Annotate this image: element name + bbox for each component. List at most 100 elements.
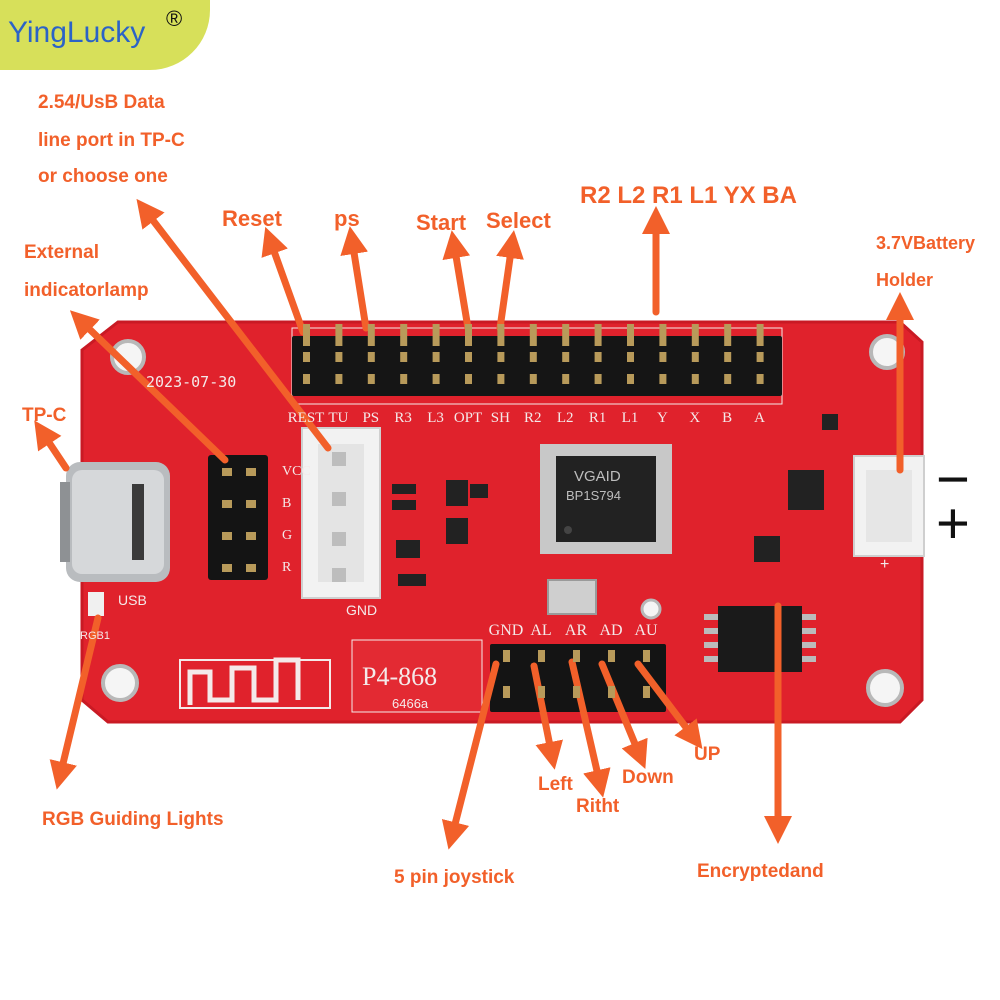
header-pin — [756, 324, 764, 346]
header-pin — [562, 352, 570, 362]
header-pin — [465, 374, 472, 384]
header-pin — [627, 352, 634, 362]
arrow-joystick — [441, 660, 500, 850]
registered-mark: ® — [166, 6, 183, 31]
label-external-lamp-line2: indicatorlamp — [24, 280, 149, 301]
header-pin — [594, 352, 602, 362]
led-pin-header — [208, 455, 268, 580]
arrow-rgb — [49, 614, 102, 790]
crystal-oscillator — [547, 579, 597, 615]
label-external-lamp-line1: External — [24, 242, 99, 263]
header-pin — [367, 374, 375, 384]
label-data-port-line2: line port in TP-C — [38, 130, 185, 151]
header-pin — [303, 374, 310, 384]
label-tpc: TP-C — [22, 405, 67, 426]
brand-logo: YingLucky ® — [0, 0, 210, 70]
header-pin — [573, 650, 580, 662]
label-down: Down — [622, 767, 674, 788]
header-pin — [691, 352, 699, 362]
header-pin — [400, 352, 408, 362]
controller-chip — [540, 444, 672, 554]
header-pin — [497, 352, 505, 362]
header-pin — [529, 374, 537, 384]
label-encrypted: Encryptedand — [697, 861, 824, 882]
header-pin — [594, 374, 602, 384]
header-pin — [432, 324, 440, 346]
label-reset: Reset — [222, 206, 282, 231]
plus-symbol: + — [936, 491, 970, 556]
battery-connector — [853, 455, 925, 557]
header-pin — [222, 468, 232, 476]
header-pin — [562, 324, 570, 346]
arrow-external-lamp — [69, 310, 229, 464]
header-pin — [303, 324, 310, 346]
header-pin — [432, 352, 440, 362]
header-pin — [756, 352, 764, 362]
button-pin-header — [292, 336, 782, 396]
header-pin — [562, 374, 570, 384]
arrow-ps — [340, 226, 370, 332]
usb-c-port — [60, 462, 170, 582]
header-pin — [659, 352, 667, 362]
header-pin — [691, 324, 699, 346]
label-data-port-line1: 2.54/UsB Data — [38, 92, 165, 113]
header-pin — [303, 352, 310, 362]
arrow-reset — [261, 226, 307, 336]
white-connector — [301, 427, 381, 599]
arrow-select — [496, 230, 524, 332]
header-pin — [529, 324, 537, 346]
label-battery-line1: 3.7VBattery — [876, 233, 976, 253]
header-pin — [246, 468, 256, 476]
callout-arrows — [34, 198, 914, 850]
header-pin — [659, 374, 667, 384]
arrow-data-port — [136, 198, 332, 452]
header-pin — [503, 686, 510, 698]
header-pin — [608, 686, 615, 698]
header-pin — [335, 324, 343, 346]
arrow-down — [598, 660, 648, 769]
label-right: Ritht — [576, 796, 620, 817]
header-pin — [367, 324, 375, 346]
header-pin — [643, 650, 650, 662]
header-pin — [643, 686, 650, 698]
header-pin — [246, 500, 256, 508]
header-pin — [222, 500, 232, 508]
arrow-right — [568, 658, 611, 798]
arrow-start — [442, 230, 472, 332]
label-buttons: R2 L2 R1 L1 YX BA — [580, 182, 797, 209]
header-pin — [659, 324, 667, 346]
logo-text: YingLucky — [8, 16, 146, 49]
header-pin — [724, 374, 732, 384]
header-pin — [222, 564, 232, 572]
label-start: Start — [416, 210, 467, 235]
header-pin — [594, 324, 602, 346]
label-up: UP — [694, 744, 721, 765]
pcb-board — [80, 320, 924, 724]
label-battery-line2: Holder — [876, 270, 934, 290]
arrow-up — [634, 660, 703, 750]
header-pin — [724, 324, 732, 346]
header-pin — [573, 686, 580, 698]
header-pin — [627, 374, 634, 384]
arrow-left — [530, 662, 563, 770]
header-pin — [400, 324, 408, 346]
header-pin — [503, 650, 510, 662]
header-pin — [400, 374, 408, 384]
label-left: Left — [538, 774, 573, 795]
header-pin — [335, 352, 343, 362]
header-pin — [627, 324, 634, 346]
label-ps: ps — [334, 206, 360, 231]
header-pin — [465, 324, 472, 346]
label-joystick: 5 pin joystick — [394, 867, 515, 888]
header-pin — [367, 352, 375, 362]
header-pin — [465, 352, 472, 362]
label-select: Select — [486, 208, 551, 233]
header-pin — [724, 352, 732, 362]
minus-symbol: − — [936, 447, 970, 512]
header-pin — [691, 374, 699, 384]
header-pin — [756, 374, 764, 384]
header-pin — [246, 564, 256, 572]
header-pin — [222, 532, 232, 540]
header-pin — [529, 352, 537, 362]
